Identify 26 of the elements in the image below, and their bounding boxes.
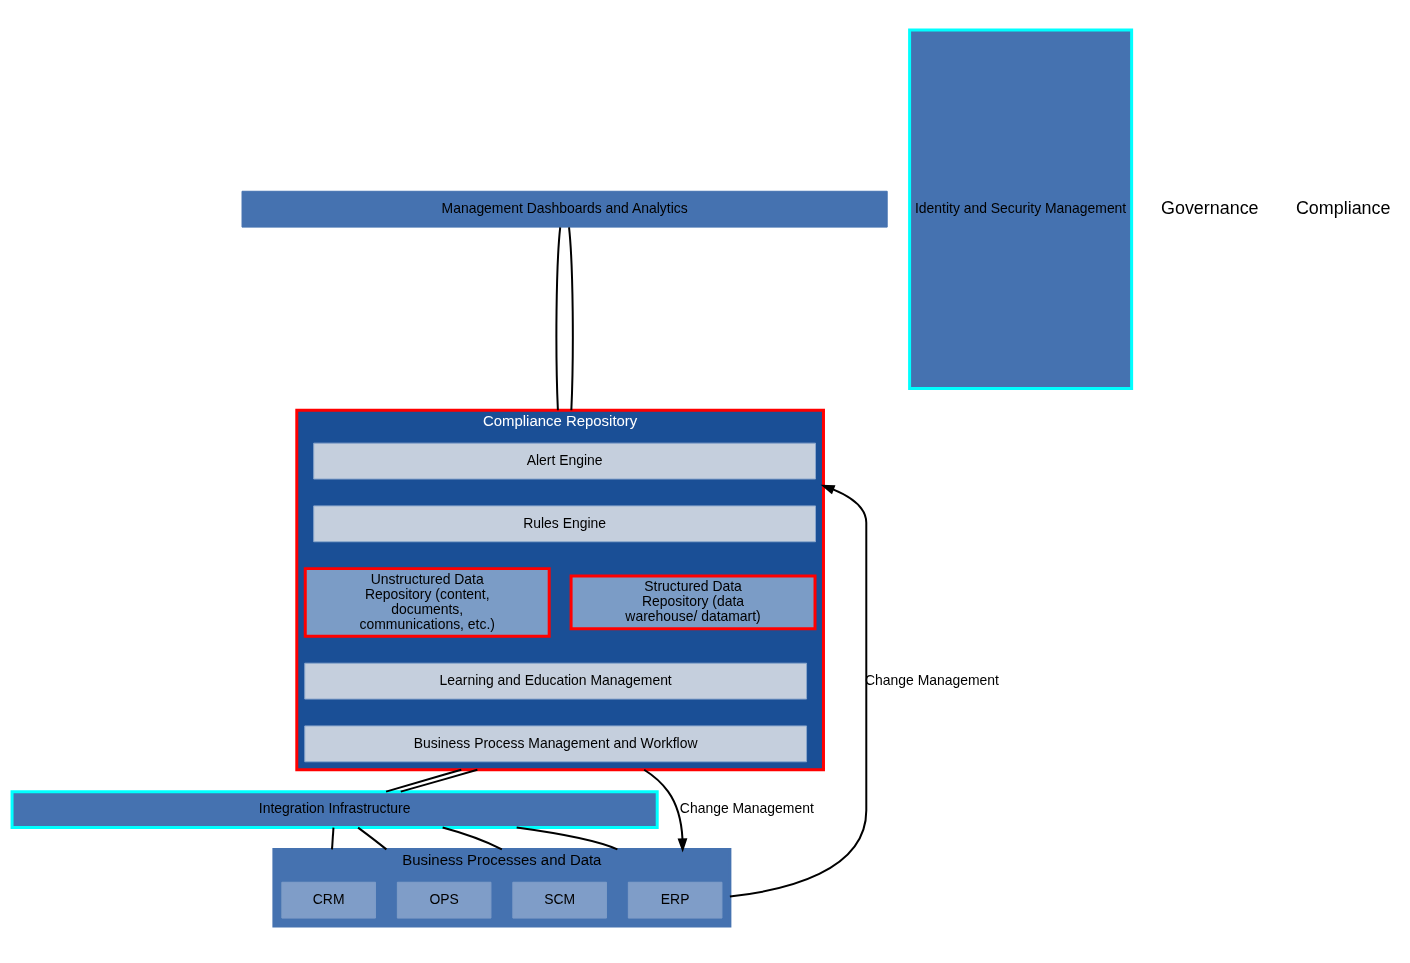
node-box: Business Process Management and Workflow: [304, 724, 808, 762]
connector: [568, 225, 574, 411]
node-box: Integration Infrastructure: [10, 789, 659, 829]
node-box: Management Dashboards and Analytics: [241, 190, 888, 228]
node-box: SCM: [512, 881, 607, 919]
connector: [331, 826, 335, 850]
node-box: CRM: [281, 881, 376, 919]
connector: [441, 826, 503, 850]
edge-label: Change Management: [679, 799, 814, 816]
connector: [399, 768, 479, 793]
node-box: OPS: [396, 881, 492, 919]
node-box: Learning and Education Management: [304, 662, 808, 700]
node-box: Structured Data Repository (data warehouse/ datamart): [569, 574, 817, 630]
connector: [555, 225, 562, 411]
arrow: [643, 768, 688, 852]
connector: [357, 826, 388, 850]
node-box: Identity and Security Management: [908, 28, 1134, 390]
arrow: [728, 484, 868, 897]
connector: [515, 826, 619, 850]
node-box: Unstructured Data Repository (content, documents, communications, etc.): [303, 566, 551, 638]
label: Governance: [1161, 197, 1259, 218]
label: Compliance: [1295, 197, 1391, 218]
connector: [385, 768, 463, 793]
node-box: ERP: [627, 881, 723, 919]
node-box: Rules Engine: [313, 504, 816, 542]
node-box: Alert Engine: [313, 442, 816, 479]
